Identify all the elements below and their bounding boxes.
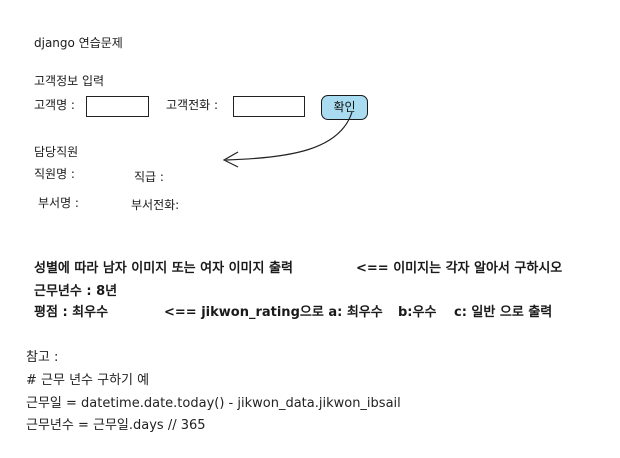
staff-name-label: 직원명 : (34, 167, 75, 181)
rating-b: b:우수 (398, 305, 437, 320)
reference-line-1: 근무일 = datetime.date.today() - jikwon_dat… (26, 396, 401, 411)
reference-line-2: 근무년수 = 근무일.days // 365 (26, 418, 206, 433)
rating-hint: <== jikwon_rating으로 a: 최우수 (164, 305, 383, 320)
staff-dept-phone-label: 부서전화: (131, 198, 180, 212)
staff-dept-label: 부서명 : (38, 196, 79, 210)
confirm-button[interactable]: 확인 (321, 95, 368, 120)
customer-name-input[interactable] (86, 96, 149, 117)
gender-note: 성별에 따라 남자 이미지 또는 여자 이미지 출력 (34, 261, 293, 276)
customer-phone-input[interactable] (233, 96, 305, 117)
rating-c: c: 일반 으로 출력 (454, 305, 553, 320)
reference-comment: # 근무 년수 구하기 예 (26, 373, 150, 388)
staff-section-label: 담당직원 (34, 145, 79, 159)
years-note: 근무년수 : 8년 (34, 284, 118, 299)
rating-note: 평점 : 최우수 (34, 305, 109, 320)
customer-section-label: 고객정보 입력 (34, 74, 105, 88)
customer-name-label: 고객명 : (34, 98, 75, 112)
customer-phone-label: 고객전화 : (166, 98, 219, 112)
page-title: django 연습문제 (34, 36, 123, 50)
staff-position-label: 직급 : (134, 170, 164, 184)
reference-heading: 참고 : (26, 350, 59, 365)
gender-hint: <== 이미지는 각자 알아서 구하시오 (356, 261, 563, 276)
